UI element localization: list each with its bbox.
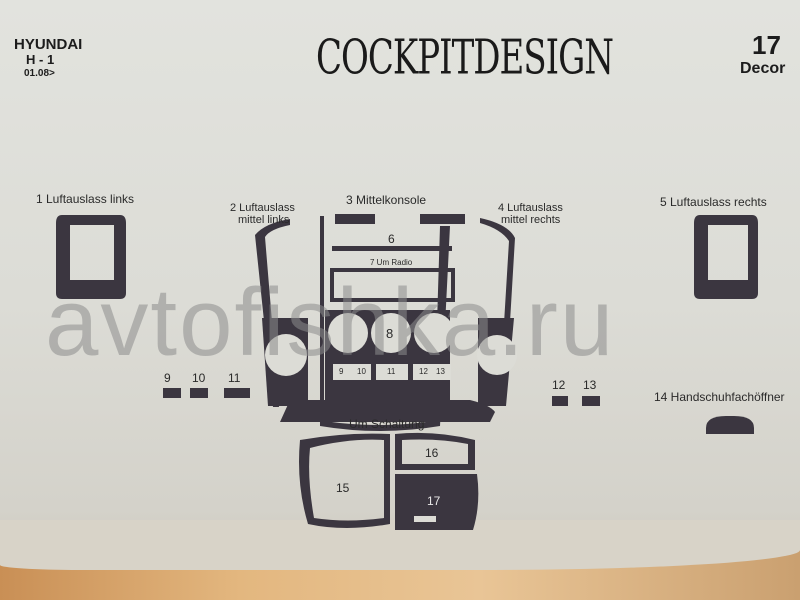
part-14-shape	[706, 416, 754, 434]
part-11-label: 11	[228, 371, 241, 385]
part-10-shape	[190, 388, 208, 398]
part-4-label-b: mittel rechts	[501, 214, 561, 226]
part-14-label: 14 Handschuhfachöffner	[654, 390, 785, 404]
console-11-label: 11	[387, 367, 396, 376]
make-label: HYUNDAI	[14, 36, 83, 53]
part-2-label-b: mittel links	[238, 214, 290, 226]
part-3-label: 3 Mittelkonsole	[346, 193, 427, 207]
console-10-label: 10	[357, 367, 366, 376]
part-13-shape	[582, 396, 600, 406]
part-17-label: 17	[427, 494, 441, 508]
part-12-label: 12	[552, 378, 566, 392]
watermark: avtofishka.ru	[45, 269, 616, 376]
cockpitdesign-logo: COCKPITDESIGN	[316, 30, 614, 86]
part-3-top-tabs	[335, 214, 465, 224]
shift-surround-label: Um Schaltung	[349, 417, 425, 431]
part-15-label: 15	[336, 481, 350, 495]
part-3-base	[280, 400, 495, 422]
part-2-shape	[255, 219, 290, 407]
part-9-label: 9	[164, 371, 171, 385]
console-slot-9-10	[333, 364, 371, 380]
date-label: 01.08>	[24, 68, 55, 79]
part-9-shape	[163, 388, 181, 398]
part-12-shape	[552, 396, 568, 406]
part-2-vent-hole	[265, 334, 307, 376]
part-8-knob-hole-left	[328, 313, 368, 353]
console-9-label: 9	[339, 367, 344, 376]
console-slot-11	[376, 364, 408, 380]
part-11-shape	[224, 388, 250, 398]
part-1-label: 1 Luftauslass links	[36, 192, 135, 206]
console-13-label: 13	[436, 367, 445, 376]
part-8-knob-hole-right	[414, 313, 454, 353]
part-8-label: 8	[386, 326, 394, 341]
part-16-shape	[395, 432, 475, 470]
part-2-label-a: 2 Luftauslass	[230, 202, 295, 214]
part-7-shape	[330, 268, 455, 302]
part-1-shape	[56, 215, 126, 299]
part-8-knob-hole-middle	[371, 313, 411, 353]
part-6-shape	[332, 246, 452, 251]
console-12-label: 12	[419, 367, 428, 376]
part-5-shape	[694, 215, 758, 299]
console-slot-12-13	[413, 364, 451, 380]
part-17-cutout	[414, 516, 436, 522]
part-6-label: 6	[388, 232, 395, 246]
part-7-label: 7 Um Radio	[370, 258, 413, 267]
model-label: H - 1	[26, 52, 55, 67]
part-16-label: 16	[425, 446, 439, 460]
part-count: 17	[752, 30, 781, 60]
part-5-label: 5 Luftauslass rechts	[660, 195, 767, 209]
part-10-label: 10	[192, 371, 206, 385]
part-15-shape	[299, 433, 390, 528]
part-4-vent-hole	[477, 335, 517, 375]
decor-label: Decor	[740, 60, 786, 77]
part-4-label-a: 4 Luftauslass	[498, 202, 563, 214]
part-13-label: 13	[583, 378, 597, 392]
